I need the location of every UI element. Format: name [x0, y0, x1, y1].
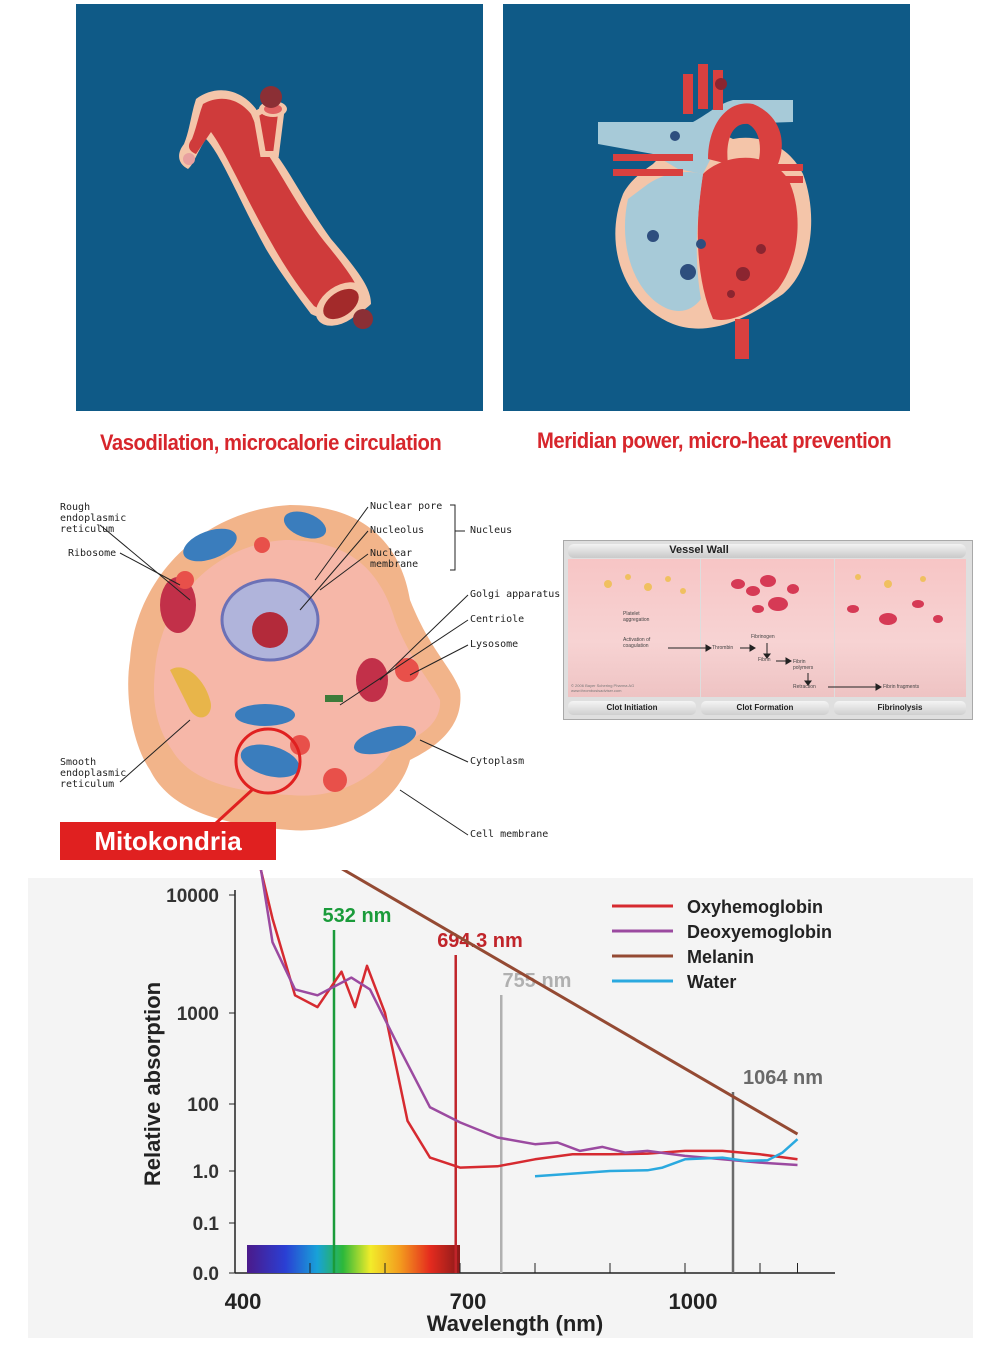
y-tick-label: 1.0	[193, 1162, 219, 1183]
x-tick-label: 700	[450, 1289, 487, 1314]
caption-meridian: Meridian power, micro-heat prevention	[537, 428, 892, 453]
heart-icon	[598, 64, 812, 359]
y-tick-label: 0.0	[193, 1264, 219, 1285]
note-activation: Activation of coagulation	[623, 637, 651, 649]
legend-label: Deoxyemoglobin	[687, 922, 832, 942]
note-fibrin: Fibrin	[758, 657, 771, 663]
label-ribosome: Ribosome	[68, 548, 117, 559]
absorption-chart: 10000 1000 100 1.0 0.1 0.0 400 700 1000Wavelengt…	[140, 870, 835, 1336]
label-rough-er: Rough endoplasmic reticulum	[60, 502, 127, 535]
note-thrombin: Thrombin	[712, 645, 734, 651]
note-platelet: Platelet aggregation	[623, 611, 650, 623]
label-lysosome: Lysosome	[470, 639, 519, 650]
label-cytoplasm: Cytoplasm	[470, 756, 525, 767]
mitochondria-badge: Mitokondria	[60, 822, 276, 860]
heart-illustration-panel	[503, 4, 910, 411]
y-axis-label: Relative absorption	[140, 982, 165, 1186]
vessel-lumen: Platelet aggregation Activation of coagu…	[568, 559, 966, 697]
series-line	[341, 870, 799, 1136]
legend-label: Oxyhemoglobin	[687, 897, 823, 917]
label-nucleolus: Nucleolus	[370, 525, 425, 536]
y-tick-label: 1000	[177, 1004, 219, 1025]
tab-fibrinolysis[interactable]: Fibrinolysis	[834, 701, 966, 715]
coagulation-diagram: Vessel Wall Platelet aggregation Activat…	[563, 540, 973, 720]
note-fibrin-polymers: Fibrin polymers	[793, 659, 814, 671]
blood-cells-icon	[604, 574, 943, 625]
series-line	[259, 870, 798, 1169]
coagulation-arrows	[668, 643, 882, 691]
x-tick-label: 400	[225, 1289, 262, 1314]
note-retraction: Retraction	[793, 684, 816, 690]
series-line	[259, 870, 798, 1167]
label-nuclear-pore: Nuclear pore	[370, 501, 443, 512]
vessel-wall-title: Vessel Wall	[669, 544, 729, 556]
vessel-wall-header	[568, 544, 966, 558]
caption-vasodilation: Vasodilation, microcalorie circulation	[100, 430, 442, 455]
label-smooth-er: Smooth endoplasmic reticulum	[60, 757, 127, 790]
y-tick-label: 10000	[166, 886, 219, 907]
y-tick-label: 0.1	[193, 1214, 220, 1235]
x-tick-label: 1000	[669, 1289, 718, 1314]
tab-clot-formation[interactable]: Clot Formation	[701, 701, 829, 715]
label-nucleus: Nucleus	[470, 525, 513, 536]
label-nuclear-membrane: Nuclear membrane	[370, 548, 419, 570]
tab-clot-initiation[interactable]: Clot Initiation	[568, 701, 696, 715]
series-line	[534, 1138, 799, 1178]
blood-vessel-icon	[179, 86, 373, 329]
cell-leader-lines	[99, 504, 469, 836]
note-fibrinogen: Fibrinogen	[751, 634, 775, 640]
cell-diagram	[110, 490, 470, 860]
note-fibrin-fragments: Fibrin fragments	[883, 684, 920, 690]
legend-label: Melanin	[687, 947, 754, 967]
label-cell-membrane: Cell membrane	[470, 829, 549, 840]
label-centriole: Centriole	[470, 614, 525, 625]
note-copyright: © 2006 Bayer Schering Pharma AG www.thro…	[571, 683, 635, 693]
vessel-illustration-panel	[76, 4, 483, 411]
animal-cell-icon	[128, 505, 461, 831]
x-axis-label: Wavelength (nm)	[427, 1311, 603, 1336]
visible-spectrum-bar	[247, 1245, 460, 1273]
label-golgi: Golgi apparatus	[470, 589, 561, 600]
marker-label: 532 nm	[323, 905, 392, 927]
legend-label: Water	[687, 972, 736, 992]
marker-label: 1064 nm	[743, 1067, 823, 1089]
y-tick-label: 100	[187, 1095, 219, 1116]
